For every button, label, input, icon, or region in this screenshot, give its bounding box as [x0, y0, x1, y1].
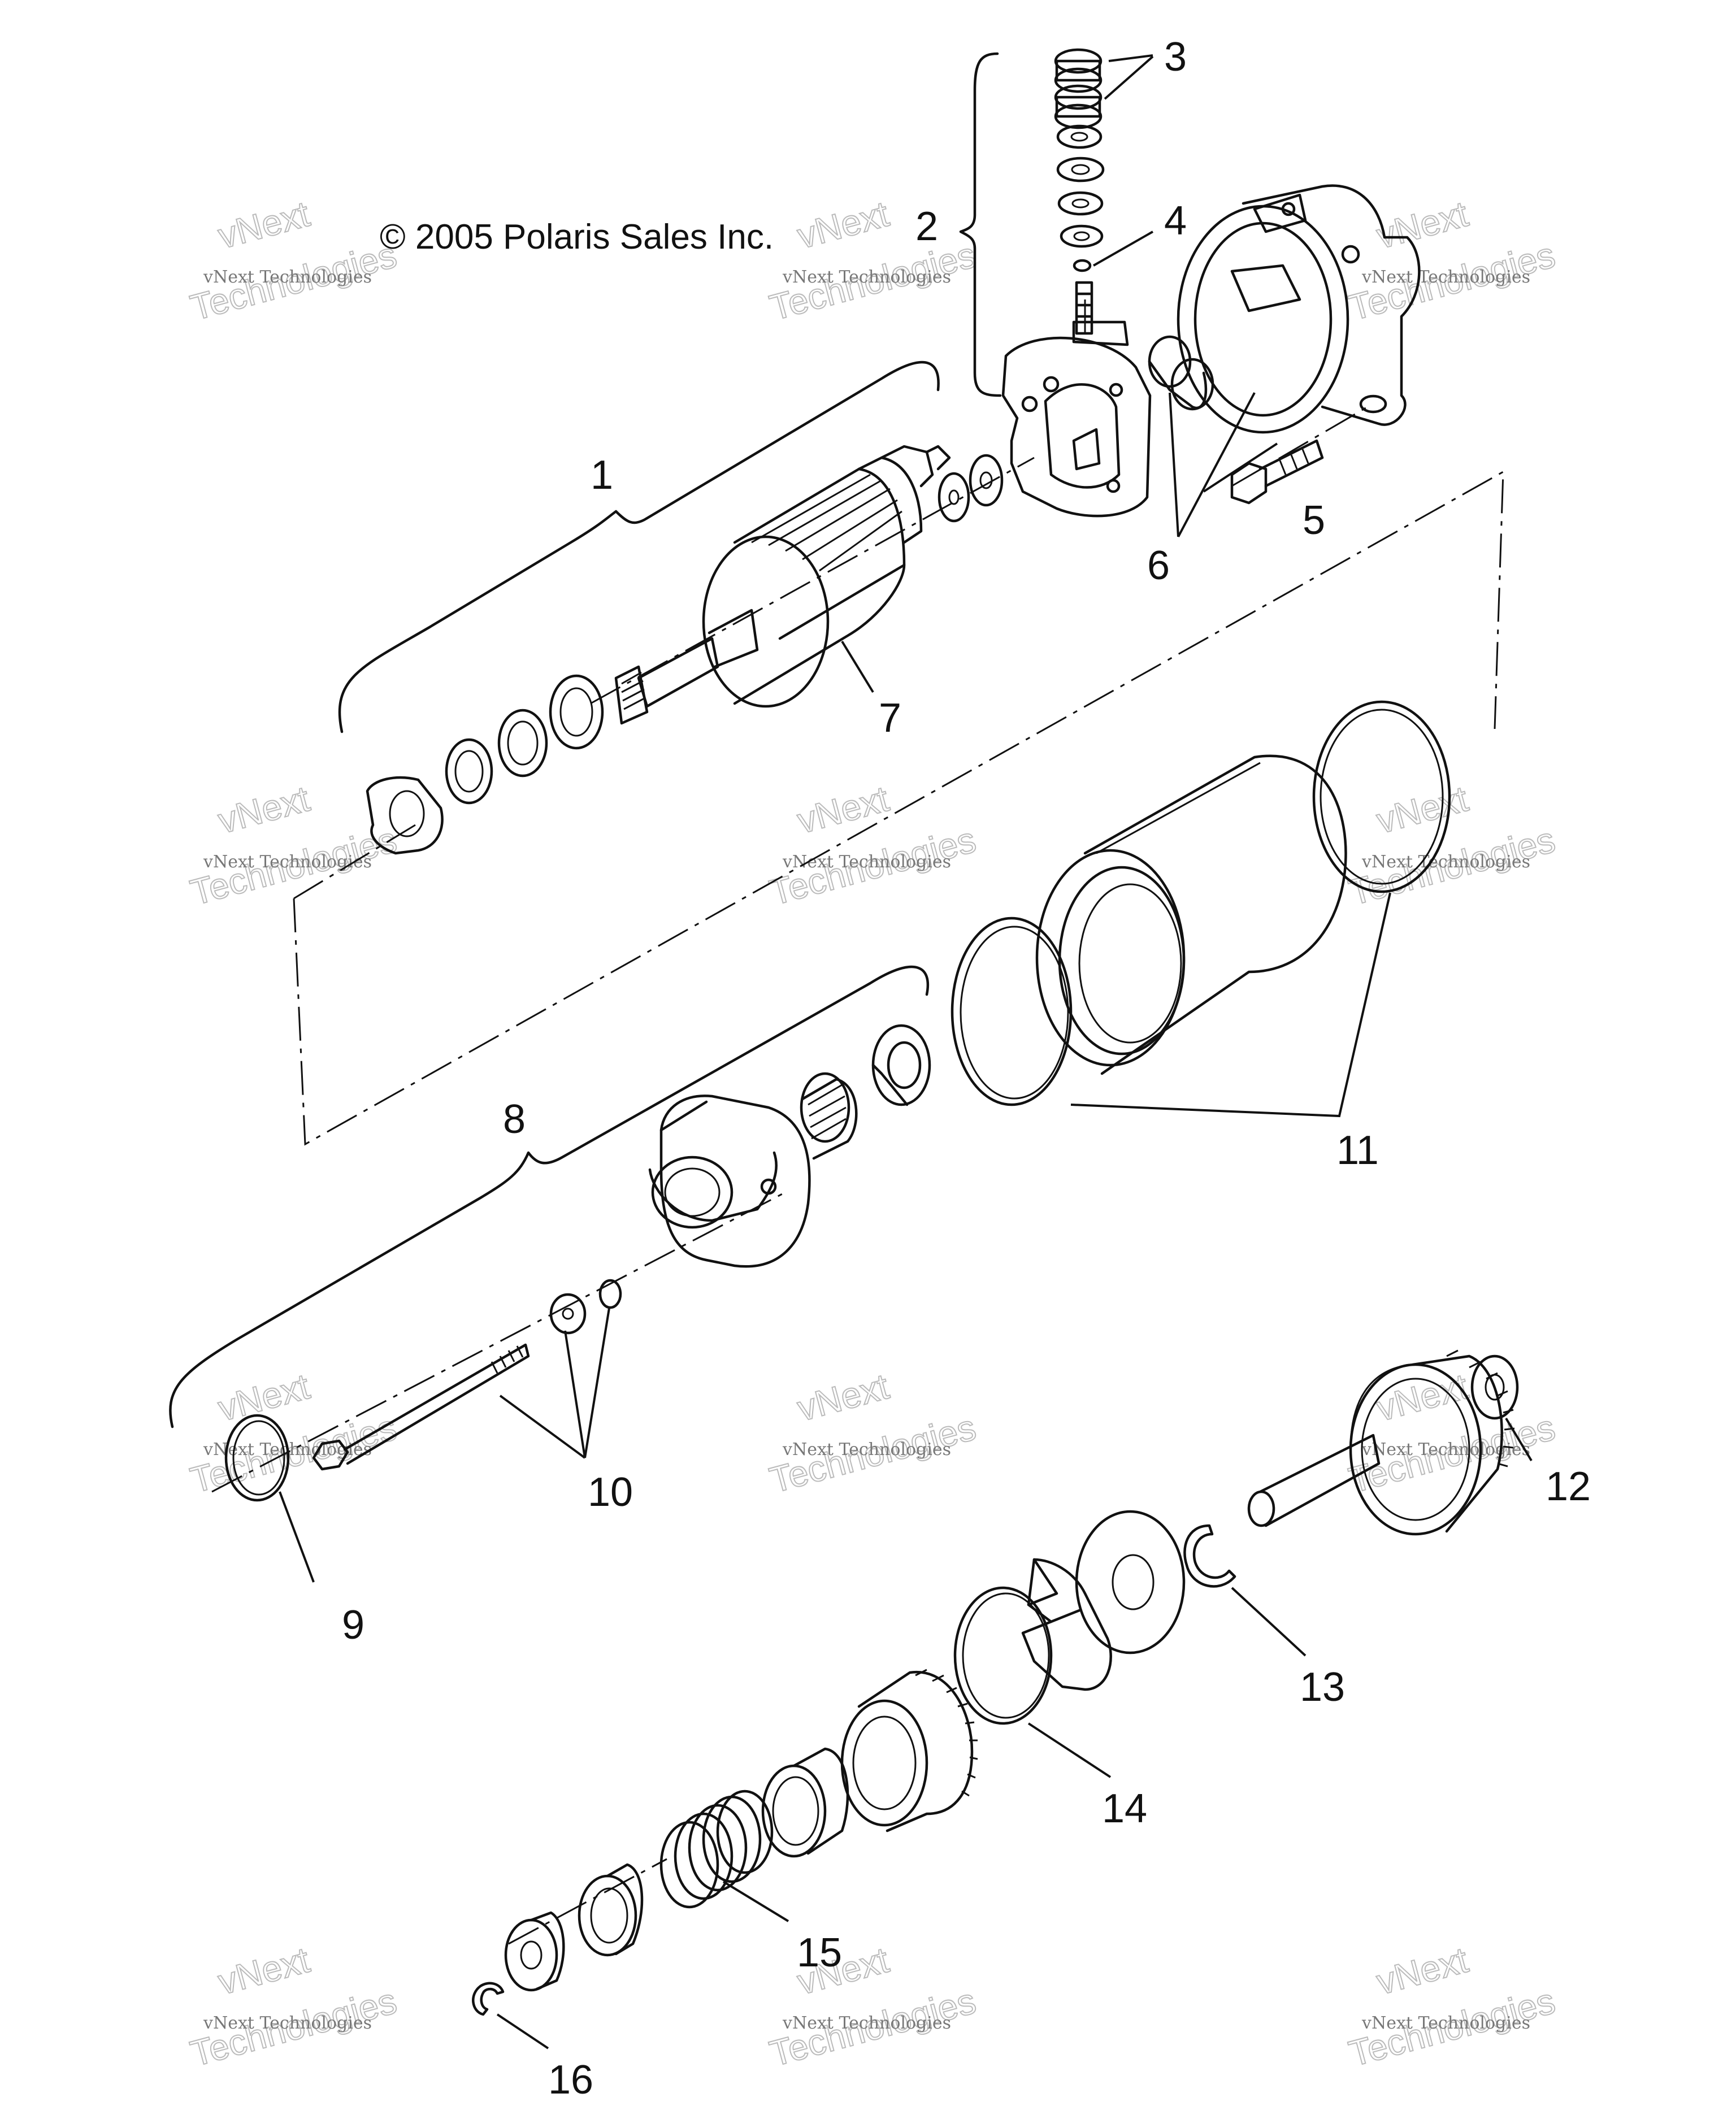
- callout-labels: 1 2 3 4 5 6 7 8 9 10 11 12 13 14 15 16: [342, 34, 1591, 2102]
- axis-line: [293, 824, 416, 900]
- flat-washer: [1075, 1510, 1186, 1654]
- thrust-washer: [1470, 1354, 1519, 1420]
- callout-16: 16: [548, 2057, 593, 2102]
- bolt-washer: [549, 1293, 587, 1335]
- watermark-text: vNext Technologies: [782, 2013, 951, 2033]
- copyright-text: © 2005 Polaris Sales Inc.: [380, 218, 774, 257]
- front-cover: [648, 1095, 811, 1268]
- callout-12: 12: [1546, 1464, 1591, 1509]
- watermark-logo: vNext: [1372, 1366, 1472, 1429]
- watermark-logo: vNext: [793, 1366, 893, 1429]
- watermark-text: vNext Technologies: [782, 852, 951, 872]
- needle-bearing: [800, 1072, 858, 1160]
- bolt: [1230, 439, 1324, 505]
- ball-bearing: [871, 1024, 931, 1106]
- leader-lines: [279, 54, 1533, 2049]
- armature-shim-washers: [366, 674, 604, 855]
- callout-3: 3: [1164, 34, 1187, 80]
- callout-10: 10: [588, 1470, 633, 1515]
- stop-collar: [504, 1911, 565, 1992]
- callout-7: 7: [879, 696, 901, 741]
- callout-14: 14: [1102, 1786, 1147, 1831]
- bracket-2: [959, 52, 1002, 397]
- callout-4: 4: [1164, 198, 1187, 244]
- watermark-text: vNext Technologies: [203, 852, 372, 872]
- armature-end-washers: [938, 454, 1004, 523]
- callout-1: 1: [591, 453, 613, 498]
- watermark-logo: vNext: [793, 778, 893, 841]
- watermark-logo: vNext: [1372, 1939, 1472, 2003]
- axis-line: [211, 1191, 786, 1493]
- o-ring-front: [951, 917, 1073, 1106]
- watermark-text: vNext Technologies: [1361, 852, 1530, 872]
- watermark-text: vNext Technologies: [203, 267, 372, 287]
- watermark-logo: vNext: [214, 193, 314, 257]
- spring: [659, 1790, 774, 1909]
- callout-2: 2: [915, 204, 938, 249]
- end-cap-housing: [1177, 184, 1421, 434]
- watermark-text: vNext Technologies: [1361, 267, 1530, 287]
- callout-5: 5: [1303, 498, 1325, 543]
- small-o-ring: [598, 1279, 622, 1309]
- axis-line: [1231, 406, 1368, 487]
- watermark-logo: vNext: [214, 1939, 314, 2003]
- axis-line: [508, 1858, 667, 1945]
- bracket-8: [169, 965, 930, 1428]
- watermark-logo: vNext: [1372, 778, 1472, 841]
- bracket-1: [338, 361, 940, 733]
- axis-line: [590, 457, 1035, 705]
- pinion-clutch: [840, 1669, 978, 1832]
- callout-13: 13: [1300, 1665, 1345, 1710]
- sleeve: [761, 1747, 849, 1858]
- watermark-text: vNext Technologies: [1361, 2013, 1530, 2033]
- armature: [614, 445, 951, 725]
- watermark-logo: vNext: [1372, 193, 1472, 257]
- watermark-text: vNext Technologies: [1361, 1440, 1530, 1460]
- brush-holder-plate: [1001, 320, 1152, 518]
- callout-15: 15: [797, 1930, 842, 1975]
- circlip: [472, 1982, 505, 2016]
- watermark-logo: vNext: [214, 1366, 314, 1429]
- watermark-logo: vNext: [793, 193, 893, 257]
- watermark-logo: vNext: [214, 778, 314, 841]
- snap-ring: [224, 1414, 290, 1502]
- yoke-housing: [1035, 700, 1451, 1075]
- callout-9: 9: [342, 1602, 364, 1648]
- retaining-clip: [1183, 1524, 1236, 1588]
- watermark-text: vNext Technologies: [782, 267, 951, 287]
- callout-6: 6: [1147, 543, 1170, 588]
- stop-ring: [953, 1586, 1053, 1725]
- callout-8: 8: [503, 1097, 526, 1142]
- terminal-nut-stack: [1054, 48, 1105, 335]
- assembly-frame-line: [293, 470, 1504, 1146]
- through-bolt: [312, 1343, 530, 1471]
- watermark-text: vNext Technologies: [203, 2013, 372, 2033]
- callout-11: 11: [1336, 1128, 1379, 1173]
- split-collar: [1021, 1558, 1112, 1691]
- watermark-text: vNext Technologies: [782, 1440, 951, 1460]
- spring-collar: [578, 1863, 644, 1957]
